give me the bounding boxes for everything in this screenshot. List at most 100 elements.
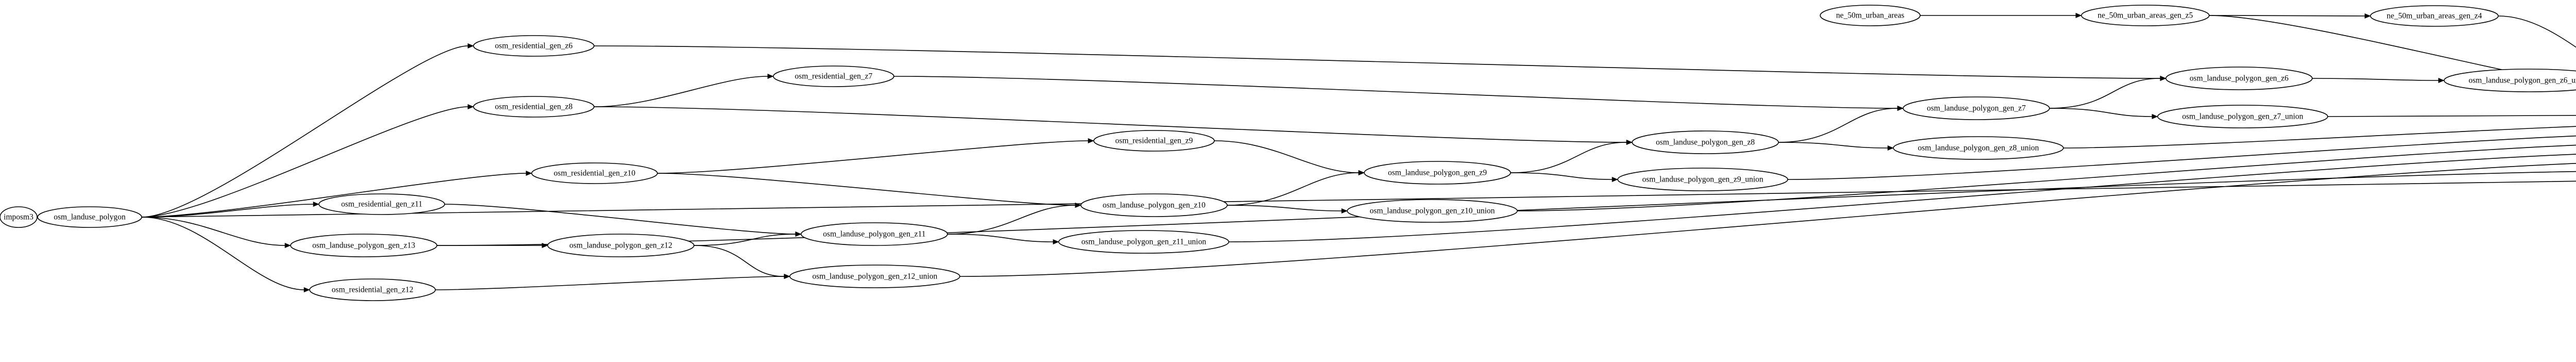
node-ellipse[interactable] — [1617, 168, 1788, 191]
edge-arrowhead — [1626, 139, 1633, 145]
edge-arrowhead — [1612, 176, 1618, 183]
graph-node-osm-residential-gen-z9[interactable]: osm_residential_gen_z9 — [1093, 130, 1215, 152]
graph-node-osm-residential-gen-z6[interactable]: osm_residential_gen_z6 — [473, 35, 595, 57]
edge-arrowhead — [313, 201, 319, 207]
node-ellipse[interactable] — [1347, 199, 1518, 223]
node-ellipse[interactable] — [290, 234, 437, 257]
graph-node-osm-landuse-polygon-gen-z10[interactable]: osm_landuse_polygon_gen_z10 — [1080, 193, 1228, 217]
edge-line — [947, 234, 1054, 242]
edge-line — [1778, 108, 1898, 143]
graph-edge — [141, 170, 532, 218]
graph-edge — [947, 202, 1081, 235]
graph-node-osm-landuse-polygon-gen-z6[interactable]: osm_landuse_polygon_gen_z6 — [2165, 67, 2313, 90]
node-ellipse[interactable] — [547, 234, 694, 257]
graph-node-osm-landuse-polygon-gen-z6-union[interactable]: osm_landuse_polygon_gen_z6_union — [2444, 69, 2576, 92]
graph-edge — [2209, 15, 2576, 86]
graph-node-osm-landuse-polygon-gen-z12-union[interactable]: osm_landuse_polygon_gen_z12_union — [789, 265, 960, 288]
edge-line — [1227, 172, 1359, 206]
graph-node-osm-landuse-polygon-gen-z13[interactable]: osm_landuse_polygon_gen_z13 — [290, 234, 437, 257]
graph-node-osm-landuse-polygon-gen-z8[interactable]: osm_landuse_polygon_gen_z8 — [1632, 130, 1779, 154]
graph-edge — [1227, 205, 1348, 214]
node-ellipse[interactable] — [2370, 5, 2499, 27]
node-ellipse[interactable] — [801, 222, 948, 246]
node-ellipse[interactable] — [1820, 5, 1921, 26]
graph-node-imposm3[interactable]: imposm3 — [0, 206, 38, 228]
node-ellipse[interactable] — [473, 35, 595, 57]
edge-arrowhead — [1887, 145, 1894, 151]
graph-node-osm-landuse-polygon-gen-z12[interactable]: osm_landuse_polygon_gen_z12 — [547, 234, 694, 257]
graph-edge — [2312, 77, 2445, 84]
graph-node-osm-landuse-polygon-gen-z11[interactable]: osm_landuse_polygon_gen_z11 — [801, 222, 948, 246]
node-ellipse[interactable] — [2444, 69, 2576, 92]
edge-line — [1510, 172, 1613, 180]
graph-node-osm-landuse-polygon-gen-z11-union[interactable]: osm_landuse_polygon_gen_z11_union — [1058, 230, 1229, 254]
node-ellipse[interactable] — [1364, 161, 1511, 185]
graph-edge — [444, 204, 802, 237]
node-ellipse[interactable] — [1080, 193, 1228, 217]
graph-node-osm-landuse-polygon-gen-z9[interactable]: osm_landuse_polygon_gen_z9 — [1364, 161, 1511, 185]
graph-node-ne-50m-urban-areas-gen-z4[interactable]: ne_50m_urban_areas_gen_z4 — [2370, 5, 2499, 27]
graph-edge — [1227, 170, 1365, 206]
graph-node-osm-landuse-polygon-gen-z9-union[interactable]: osm_landuse_polygon_gen_z9_union — [1617, 168, 1788, 191]
edge-line — [141, 217, 285, 246]
graph-node-osm-residential-gen-z11[interactable]: osm_residential_gen_z11 — [318, 193, 445, 215]
edge-line — [594, 45, 2161, 79]
edge-line — [2209, 15, 2576, 86]
graph-node-osm-landuse-polygon[interactable]: osm_landuse_polygon — [37, 206, 142, 228]
graph-edge — [1778, 142, 1894, 151]
edge-line — [2209, 15, 2365, 17]
node-ellipse[interactable] — [1058, 230, 1229, 254]
graph-edge — [1228, 154, 2576, 242]
node-ellipse[interactable] — [2165, 67, 2313, 90]
graph-edge — [657, 138, 1094, 174]
edge-arrowhead — [303, 287, 310, 293]
edge-line — [594, 76, 768, 107]
node-ellipse[interactable] — [2157, 105, 2328, 128]
graph-node-osm-residential-gen-z7[interactable]: osm_residential_gen_z7 — [773, 65, 894, 87]
graph-edge — [141, 217, 310, 293]
graph-edge — [2049, 108, 2158, 120]
node-ellipse[interactable] — [1903, 96, 2050, 120]
edge-line — [657, 173, 1076, 206]
edge-arrowhead — [1088, 138, 1094, 144]
node-ellipse[interactable] — [37, 206, 142, 228]
node-ellipse[interactable] — [318, 193, 445, 215]
graph-edge — [1510, 139, 1633, 173]
graph-node-osm-landuse-polygon-gen-z7-union[interactable]: osm_landuse_polygon_gen_z7_union — [2157, 105, 2328, 128]
node-ellipse[interactable] — [2081, 5, 2210, 26]
edge-line — [141, 45, 468, 218]
edge-arrowhead — [767, 73, 774, 79]
graph-edge — [1778, 105, 1904, 143]
graph-node-osm-landuse-polygon-gen-z7[interactable]: osm_landuse_polygon_gen_z7 — [1903, 96, 2050, 120]
edge-line — [1228, 154, 2576, 242]
edge-line — [435, 276, 785, 290]
graph-node-osm-residential-gen-z12[interactable]: osm_residential_gen_z12 — [309, 278, 436, 301]
graph-node-ne-50m-urban-areas[interactable]: ne_50m_urban_areas — [1820, 5, 1921, 26]
edge-line — [436, 171, 2576, 246]
node-ellipse[interactable] — [1093, 130, 1215, 152]
edge-arrowhead — [2151, 113, 2158, 120]
node-ellipse[interactable] — [773, 65, 894, 87]
graph-node-osm-landuse-polygon-gen-z10-union[interactable]: osm_landuse_polygon_gen_z10_union — [1347, 199, 1518, 223]
edge-line — [444, 204, 796, 235]
edge-line — [2063, 126, 2576, 149]
graph-node-osm-residential-gen-z10[interactable]: osm_residential_gen_z10 — [531, 162, 658, 184]
edge-line — [2312, 78, 2439, 81]
node-ellipse[interactable] — [309, 278, 436, 301]
edge-arrowhead — [526, 170, 532, 176]
graph-edge — [141, 104, 474, 218]
node-ellipse[interactable] — [473, 96, 595, 118]
node-ellipse[interactable] — [531, 162, 658, 184]
graph-node-ne-50m-urban-areas-gen-z5[interactable]: ne_50m_urban_areas_gen_z5 — [2081, 5, 2210, 26]
edge-arrowhead — [284, 242, 291, 249]
node-ellipse[interactable] — [789, 265, 960, 288]
node-ellipse[interactable] — [1893, 136, 2064, 160]
graph-node-osm-landuse-polygon-gen-z8-union[interactable]: osm_landuse_polygon_gen_z8_union — [1893, 136, 2064, 160]
graph-node-osm-residential-gen-z8[interactable]: osm_residential_gen_z8 — [473, 96, 595, 118]
edge-arrowhead — [2438, 77, 2445, 84]
node-ellipse[interactable] — [1632, 130, 1779, 154]
node-ellipse[interactable] — [0, 206, 38, 228]
edge-line — [693, 234, 796, 246]
